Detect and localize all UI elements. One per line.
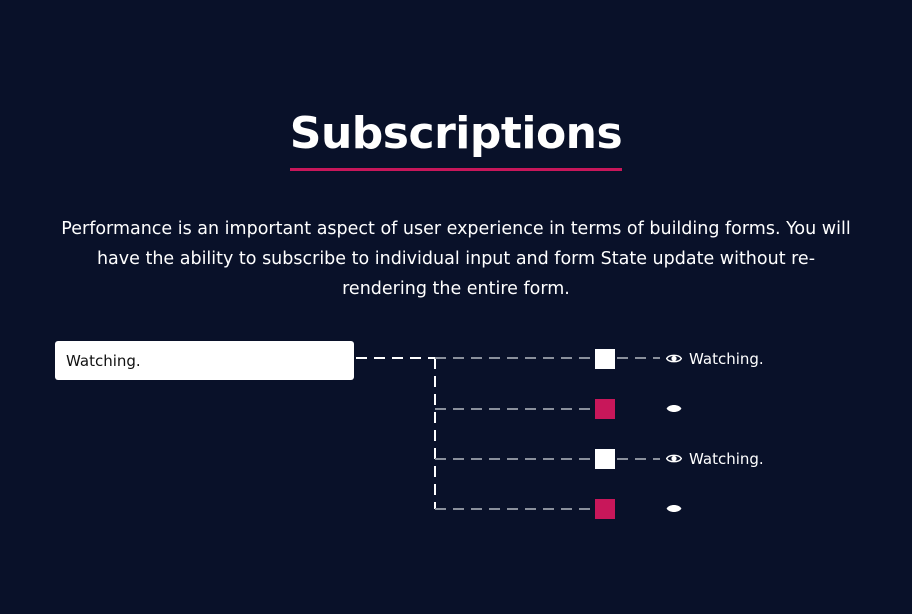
subscription-node-1 [595, 349, 615, 369]
subscription-node-3 [595, 449, 615, 469]
eye-icon [666, 454, 682, 463]
eye-closed-icon [666, 504, 682, 513]
subscription-node-4 [595, 499, 615, 519]
eye-icon [666, 354, 682, 363]
watch-label-1: Watching. [689, 350, 764, 368]
title-wrap: Subscriptions [0, 104, 912, 171]
subscription-node-2 [595, 399, 615, 419]
watch-label-3: Watching. [689, 450, 764, 468]
watch-input[interactable] [55, 341, 354, 380]
page-title: Subscriptions [289, 104, 623, 171]
eye-closed-icon [666, 404, 682, 413]
intro-paragraph: Performance is an important aspect of us… [61, 219, 851, 299]
